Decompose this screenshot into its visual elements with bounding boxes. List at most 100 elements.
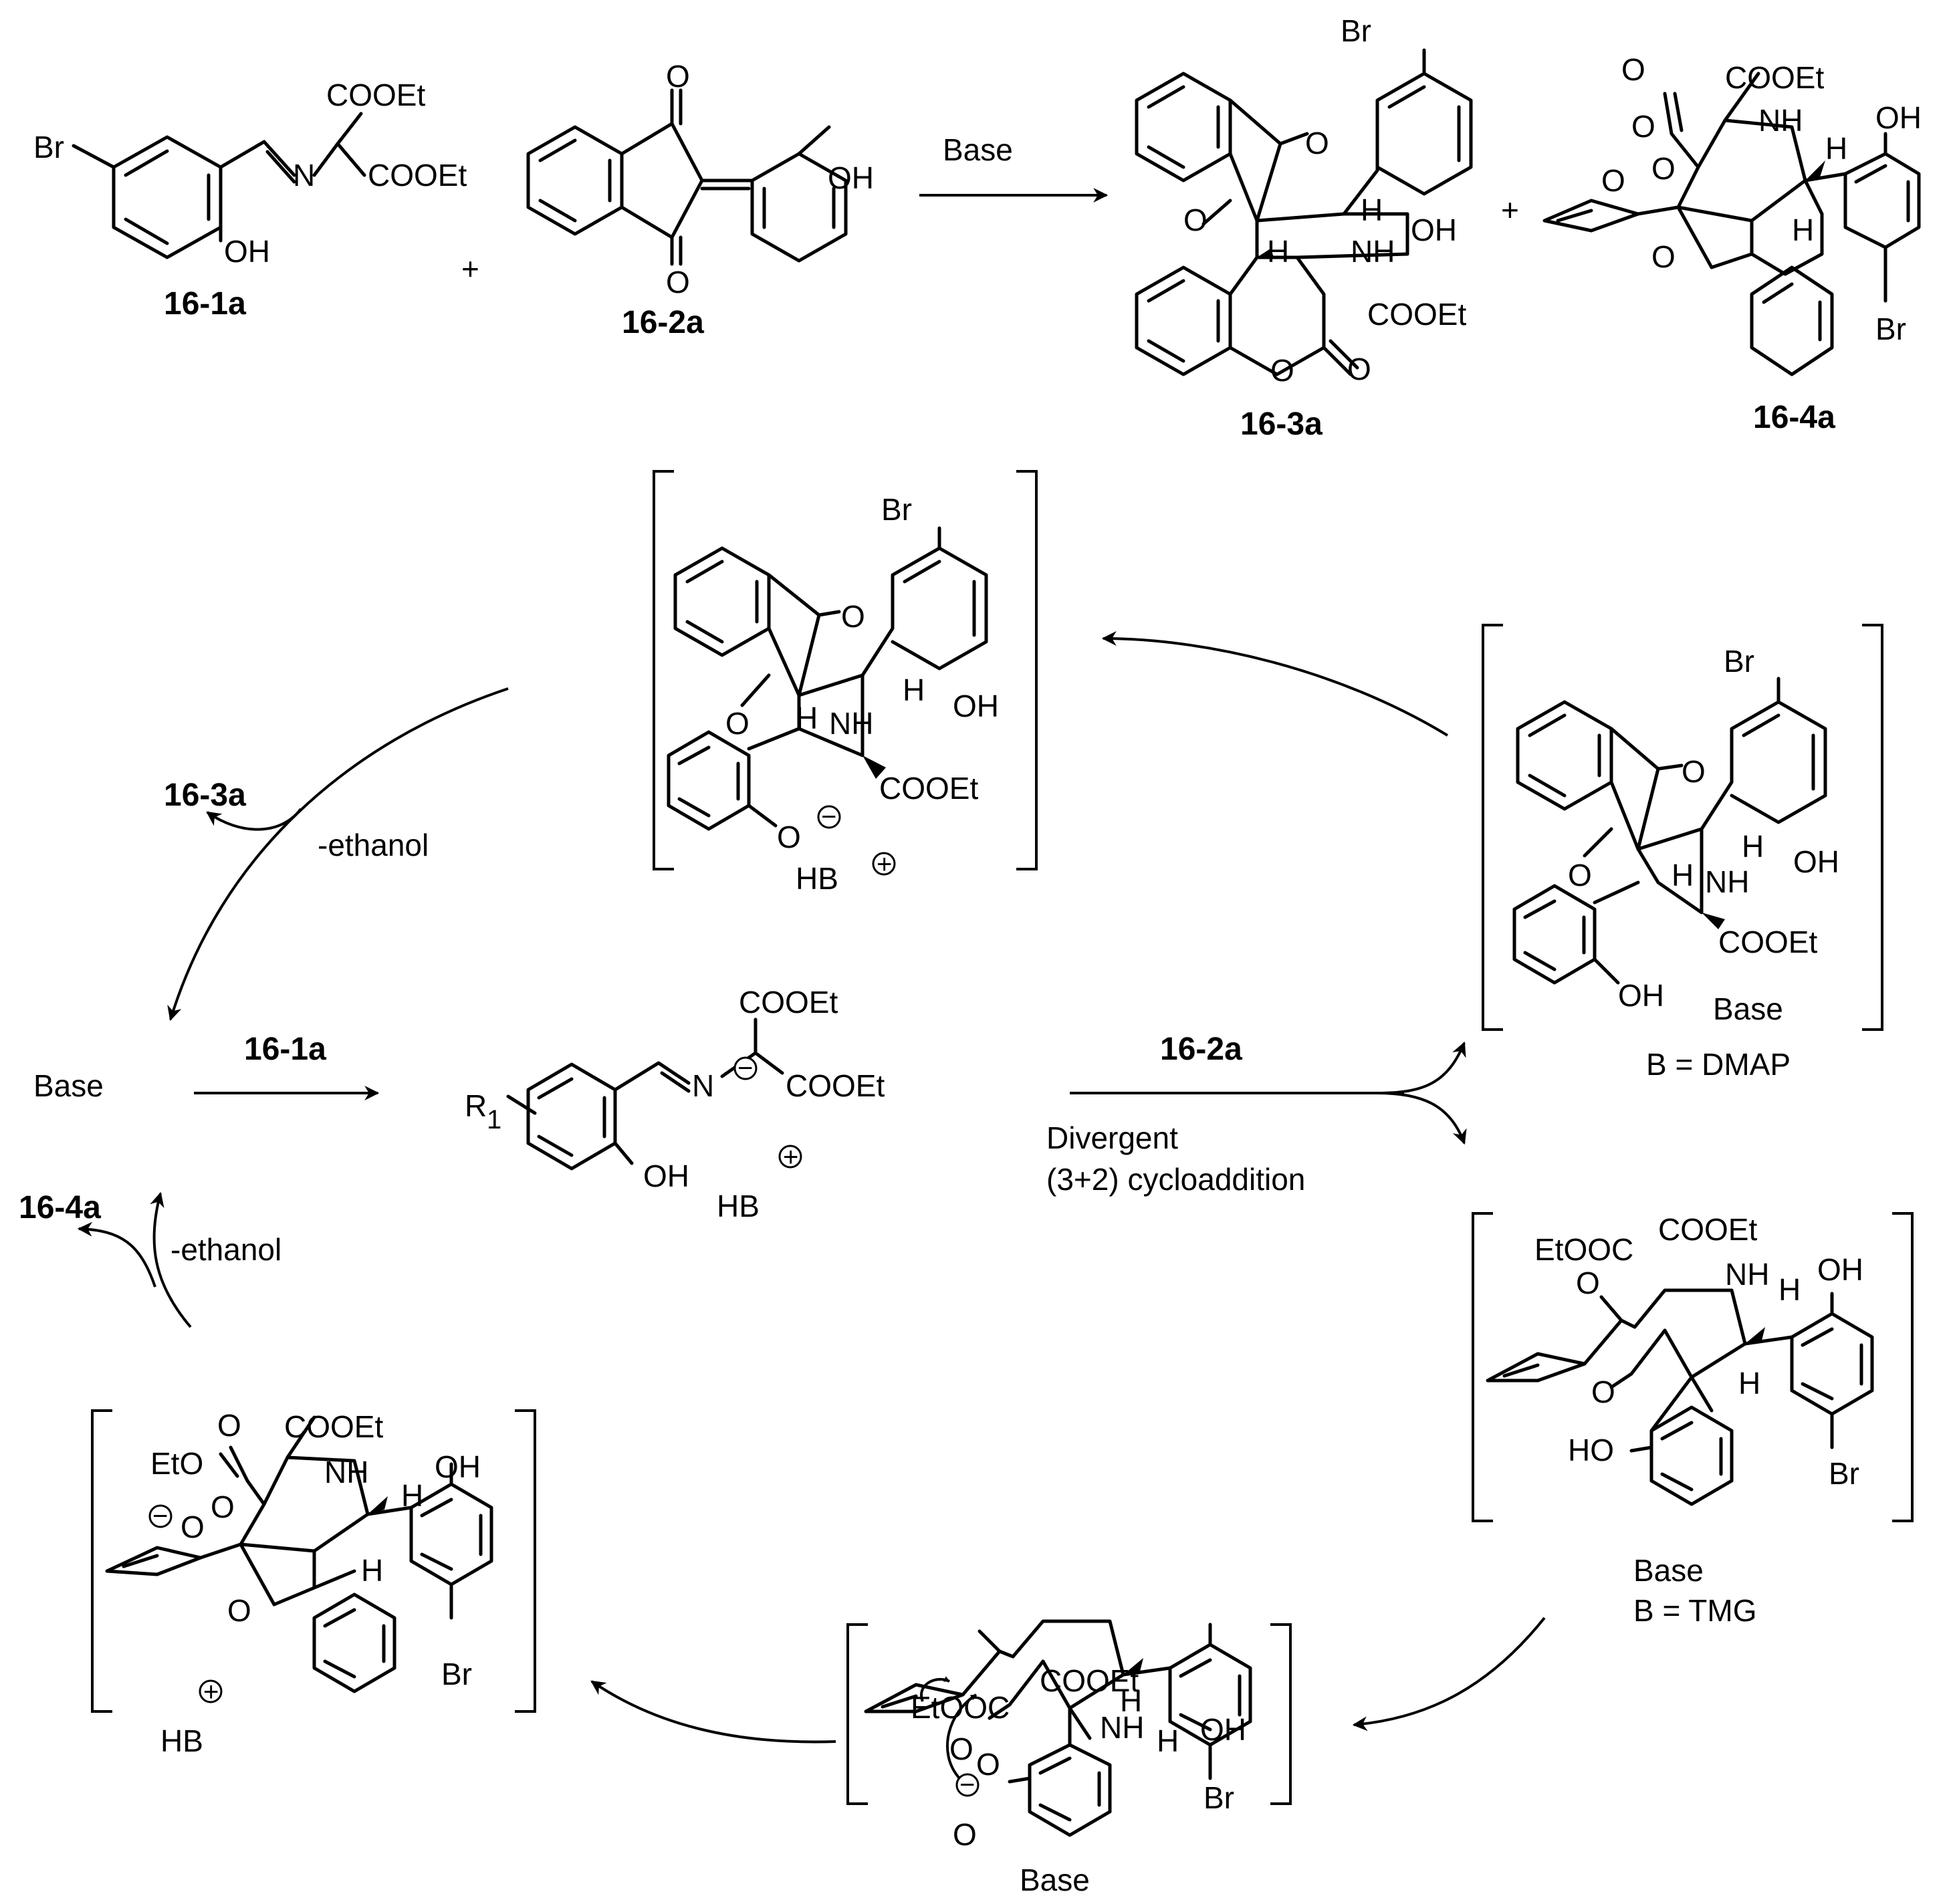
base-label: Base <box>943 132 1013 167</box>
h-label: H <box>1792 213 1814 247</box>
base-label: Base <box>1713 991 1783 1026</box>
arrow-to-alkoxide <box>590 1680 836 1744</box>
plus-sign: + <box>1501 193 1519 227</box>
alkoxide-o-label: O <box>181 1510 205 1544</box>
phenoxide-o-label: O <box>777 820 801 854</box>
nh-label: NH <box>829 706 873 741</box>
nh-label: NH <box>1705 864 1749 899</box>
bromo-label: Br <box>1829 1456 1859 1491</box>
carbonyl-o-label: O <box>211 1490 235 1524</box>
hb-label: HB <box>796 861 838 896</box>
compound-label-16-4a: 16-4a <box>1753 400 1835 435</box>
arrow-release-16-3a <box>206 808 302 831</box>
ester-label: COOEt <box>1658 1212 1757 1247</box>
bromo-label: Br <box>441 1657 472 1691</box>
nh-label: NH <box>1351 234 1395 269</box>
plus-charge: + <box>783 1143 798 1172</box>
bromo-label: Br <box>1203 1780 1234 1815</box>
minus-ethanol-label: -ethanol <box>318 828 429 862</box>
minus-charge: − <box>152 1502 168 1531</box>
imine-n-label: N <box>692 1068 714 1103</box>
product-16-3a: 16-3a <box>164 778 246 813</box>
intermediate-phenoxide-spiro: Br O H O OH H NH COOEt O − HB + <box>653 470 1038 896</box>
r1-subscript: 1 <box>487 1105 501 1135</box>
ester-label: EtOOC <box>911 1690 1010 1725</box>
ester-label: COOEt <box>326 78 425 112</box>
nh-label: NH <box>1725 1257 1769 1292</box>
ester-label: COOEt <box>786 1068 885 1103</box>
h-label: H <box>796 701 818 735</box>
h-label: H <box>903 673 925 707</box>
nh-label: NH <box>1758 103 1803 138</box>
h-label: H <box>1267 234 1289 269</box>
ester-label: EtO <box>150 1446 203 1481</box>
carbonyl-o-label: O <box>1631 109 1655 144</box>
ring-o-label: O <box>1651 239 1676 274</box>
base-label: Base <box>1020 1863 1090 1897</box>
hb-label: HB <box>160 1723 203 1758</box>
intermediate-tmg-adduct: EtOOC COOEt NH H OH O O H HO Br Base B =… <box>1472 1212 1914 1628</box>
hydroxyl-label: OH <box>1793 844 1839 879</box>
ester-label: COOEt <box>739 985 838 1020</box>
reagent-16-1a: 16-1a <box>244 1032 326 1067</box>
ester-label: COOEt <box>879 771 978 806</box>
plus-charge: + <box>877 850 892 879</box>
reagent-16-2a: 16-2a <box>1160 1032 1242 1067</box>
carbonyl-o-label: O <box>217 1408 241 1443</box>
arrow-tmg-to-cyclization <box>1352 1617 1546 1732</box>
divergent-label: Divergent <box>1046 1120 1178 1155</box>
hydroxyl-label: OH <box>1817 1252 1863 1287</box>
carbonyl-o-label: O <box>1621 52 1645 87</box>
imine-n-label: N <box>293 158 315 193</box>
compound-label-16-2a: 16-2a <box>622 305 704 340</box>
h-label: H <box>401 1478 423 1513</box>
hydroxyl-label: OH <box>1875 100 1922 135</box>
hydroxyl-label: OH <box>1411 213 1457 247</box>
h-label: H <box>1361 193 1383 227</box>
h-label: H <box>1825 131 1847 166</box>
compound-label-16-3a: 16-3a <box>1240 406 1322 442</box>
plus-sign: + <box>461 251 479 286</box>
minus-charge: − <box>959 1770 975 1800</box>
carbonyl-o-label: O <box>1183 203 1208 237</box>
intermediate-phenoxide-attack: EtOOC COOEt NH H OH O O H O − Br Base <box>846 1619 1292 1897</box>
intermediate-dmap-adduct: Br O H O OH H NH COOEt OH Base B = DMAP <box>1482 624 1883 1082</box>
h-label: H <box>1778 1272 1801 1307</box>
phenoxide-o-label: O <box>976 1747 1000 1782</box>
hydroxyl-label: OH <box>1200 1712 1246 1747</box>
carbonyl-o-label: O <box>1305 126 1329 160</box>
carbonyl-o-label: O <box>1568 858 1592 892</box>
compound-16-2a: O O OH 16-2a <box>526 59 874 340</box>
base-label: Base <box>33 1068 104 1103</box>
carbonyl-o-label: O <box>1651 151 1676 186</box>
nh-label: NH <box>1100 1710 1144 1745</box>
azomethine-ylide: R 1 N − COOEt COOEt OH + HB <box>465 985 885 1223</box>
ester-label: COOEt <box>1367 297 1466 332</box>
carbonyl-o-label: O <box>841 599 865 634</box>
ring-o-label: O <box>227 1593 251 1628</box>
hydroxyl-label: OH <box>435 1449 481 1484</box>
h-label: H <box>361 1553 383 1588</box>
ring-o-label: O <box>1270 353 1294 388</box>
hb-label: HB <box>717 1189 760 1223</box>
arrow-to-tmg-branch <box>1377 1092 1467 1145</box>
carbonyl-o-label: O <box>666 265 690 300</box>
r1-label: R <box>465 1088 487 1123</box>
carbonyl-o-label: O <box>666 59 690 94</box>
bromo-label: Br <box>1724 644 1754 679</box>
hydroxyl-label: OH <box>953 689 999 723</box>
h-label: H <box>1120 1683 1142 1718</box>
compound-16-4a: O COOEt NH H OH O O O H O Br 16-4a <box>1542 52 1922 435</box>
nh-label: NH <box>324 1455 368 1490</box>
compound-16-1a: Br N COOEt COOEt OH 16-1a <box>33 78 467 322</box>
product-16-4a: 16-4a <box>19 1190 101 1225</box>
ester-label: COOEt <box>1725 60 1824 95</box>
ester-label: COOEt <box>1718 925 1817 959</box>
b-dmap-label: B = DMAP <box>1646 1047 1791 1082</box>
compound-16-3a: Br O O H OH NH H COOEt O O 16-3a <box>1135 13 1473 442</box>
bromo-label: Br <box>1875 312 1906 346</box>
carbanion-minus: − <box>737 1054 753 1083</box>
carbonyl-o-label: O <box>1576 1266 1600 1300</box>
base-label: Base <box>1633 1553 1704 1588</box>
h-label: H <box>1157 1723 1179 1758</box>
